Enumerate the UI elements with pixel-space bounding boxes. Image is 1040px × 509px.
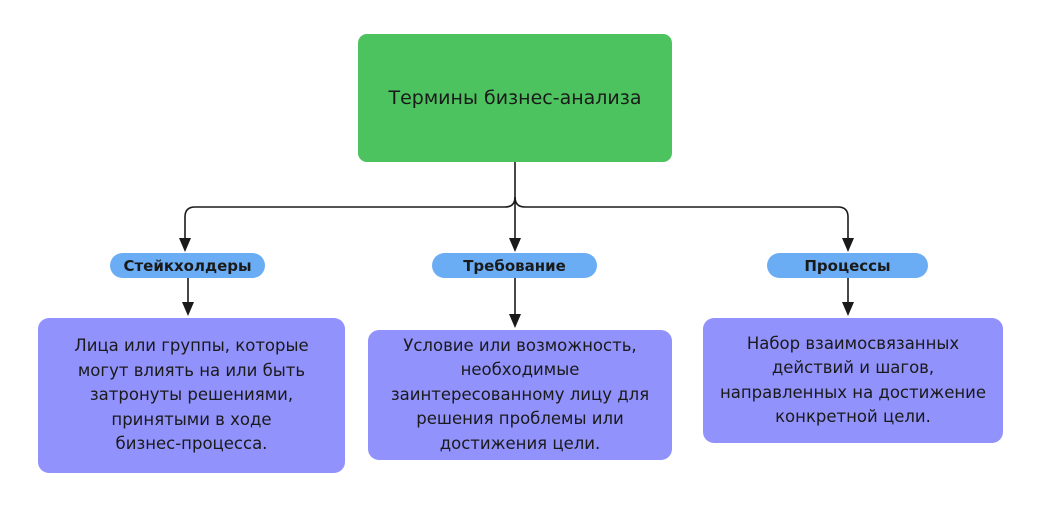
- branch-label-text: Процессы: [804, 256, 891, 275]
- branch-label-requirement[interactable]: Требование: [432, 253, 597, 278]
- branch-description-stakeholders[interactable]: Лица или группы, которые могут влиять на…: [38, 318, 345, 473]
- branch-label-text: Требование: [463, 256, 566, 275]
- branch-description-text: Набор взаимосвязанных действий и шагов, …: [719, 333, 987, 426]
- root-node-label: Термины бизнес-анализа: [388, 86, 642, 109]
- root-node[interactable]: Термины бизнес-анализа: [358, 34, 672, 162]
- branch-label-processes[interactable]: Процессы: [767, 253, 928, 278]
- branch-description-processes[interactable]: Набор взаимосвязанных действий и шагов, …: [703, 318, 1003, 443]
- branch-label-text: Стейкхолдеры: [123, 256, 252, 275]
- branch-description-text: Условие или возможность, необходимые заи…: [390, 335, 650, 453]
- branch-description-text: Лица или группы, которые могут влиять на…: [74, 336, 309, 454]
- branch-label-stakeholders[interactable]: Стейкхолдеры: [110, 253, 265, 278]
- branch-description-requirement[interactable]: Условие или возможность, необходимые заи…: [368, 330, 672, 460]
